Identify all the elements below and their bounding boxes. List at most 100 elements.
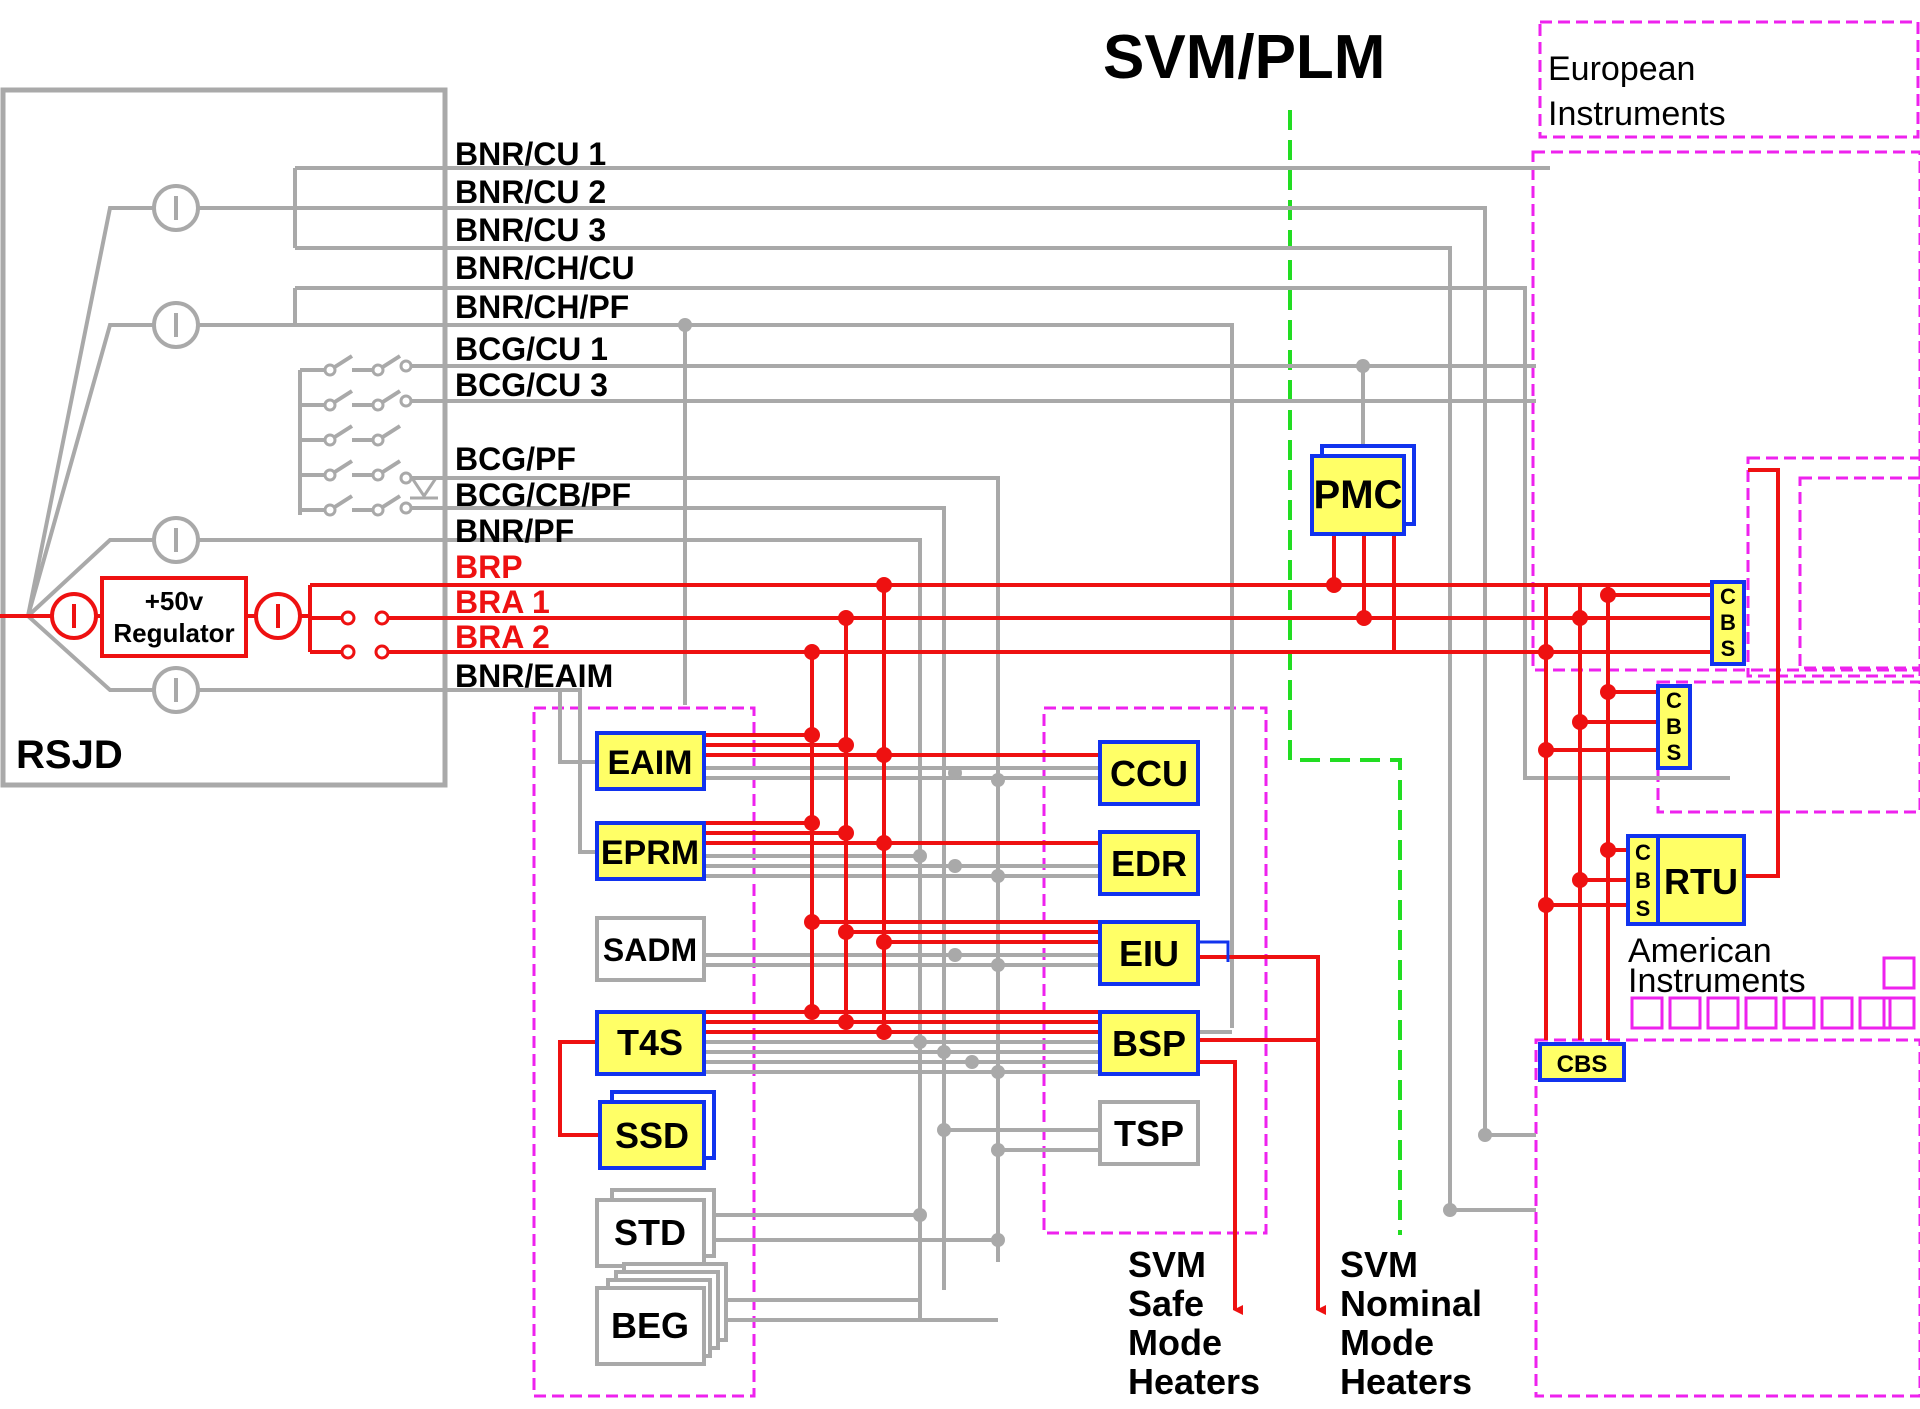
bus-bcg-cu3: BCG/CU 3 [455, 367, 608, 403]
safe-line-1: SVM [1128, 1244, 1206, 1285]
rtu-cbs-strip [1626, 834, 1660, 926]
std-label: STD [614, 1212, 686, 1253]
switch-contacts [323, 359, 413, 517]
std-box [595, 1198, 706, 1268]
bus-bnr-ch-pf: BNR/CH/PF [455, 289, 629, 325]
bsp-box [1098, 1010, 1200, 1076]
regulator-label-line1: +50v [145, 586, 204, 616]
cbs-box-3 [1538, 1042, 1626, 1082]
eiu-blue-link [1198, 940, 1230, 962]
sensor-marks-red [72, 604, 280, 628]
bus-bnr-cu2: BNR/CU 2 [455, 174, 606, 210]
pmc-box [1310, 454, 1406, 536]
eiu-label: EIU [1119, 933, 1179, 974]
cbs-box-2 [1656, 684, 1692, 770]
safe-line-2: Safe [1128, 1283, 1204, 1324]
bus-bcg-cu1: BCG/CU 1 [455, 331, 608, 367]
safe-heaters-label: SVM Safe Mode Heaters [1128, 1244, 1260, 1402]
ssd-label: SSD [615, 1115, 689, 1156]
unit-labels: PMC EAIM EPRM SADM T4S SSD STD BEG CCU E… [601, 473, 1738, 1346]
t4s-box [595, 1010, 706, 1076]
pmc-label: PMC [1314, 473, 1403, 517]
nominal-line-4: Heaters [1340, 1361, 1472, 1402]
bus-bnr-cu1: BNR/CU 1 [455, 136, 606, 172]
cbs-1-b: B [1720, 610, 1736, 635]
plm-subzone-a [1746, 456, 1920, 678]
bus-bnr-pf: BNR/PF [455, 513, 574, 549]
european-instruments-zone [1538, 20, 1920, 139]
safe-line-3: Mode [1128, 1322, 1222, 1363]
zones [532, 20, 1920, 1398]
ssd-box [598, 1100, 706, 1170]
cbs-2-c: C [1666, 688, 1682, 713]
rsjd-label: RSJD [16, 733, 123, 777]
nominal-heaters-label: SVM Nominal Mode Heaters [1340, 1244, 1482, 1402]
cbs-labels: C B S C B S C B S CBS [1557, 584, 1736, 1078]
tsp-label: TSP [1114, 1113, 1184, 1154]
cbs-box-1 [1710, 580, 1746, 666]
european-instruments-line1: European [1548, 50, 1695, 88]
eiu-box [1098, 920, 1200, 986]
bsp-label: BSP [1112, 1023, 1186, 1064]
american-instruments-line1: American [1628, 932, 1772, 970]
bus-bnr-eaim: BNR/EAIM [455, 658, 613, 694]
signal-junctions [678, 318, 1492, 1247]
svm-plm-divider [1288, 110, 1402, 1235]
ccu-box [1098, 740, 1200, 806]
regulator-label-line2: Regulator [113, 618, 234, 648]
tsp-box [1098, 1100, 1200, 1166]
plm-subzone-c [1656, 680, 1920, 814]
safe-line-4: Heaters [1128, 1361, 1260, 1402]
red-switch-contacts [340, 610, 390, 660]
regulator-box [100, 576, 248, 658]
title: SVM/PLM [1103, 23, 1385, 92]
bus-brp: BRP [455, 549, 523, 585]
bus-bnr-ch-cu: BNR/CH/CU [455, 250, 635, 286]
bus-bra1: BRA 1 [455, 584, 550, 620]
ccu-label: CCU [1110, 753, 1188, 794]
cbs-2-b: B [1666, 714, 1682, 739]
t4s-label: T4S [617, 1022, 683, 1063]
eprm-box [595, 821, 706, 881]
diode-icon [409, 476, 439, 500]
american-instruments-line2: Instruments [1628, 962, 1806, 1000]
power-wiring [0, 468, 1780, 1300]
beg-box [595, 1286, 706, 1366]
european-instruments-line2: Instruments [1548, 95, 1726, 133]
eaim-box [595, 731, 706, 791]
plm-instruments-zone [1531, 150, 1920, 672]
bus-bnr-cu3: BNR/CU 3 [455, 212, 606, 248]
sadm-label: SADM [603, 932, 697, 968]
cbs-1-c: C [1720, 584, 1736, 609]
power-bus-labels: BRP BRA 1 BRA 2 [455, 549, 550, 655]
bus-bcg-cb-pf: BCG/CB/PF [455, 477, 631, 513]
bus-bra2: BRA 2 [455, 619, 550, 655]
signal-wiring [26, 166, 1730, 1322]
cbs-2-s: S [1667, 740, 1682, 765]
rtu-cbs-c: C [1635, 840, 1651, 865]
american-instrument-slots [1630, 956, 1916, 1030]
bus-labels: BNR/CU 1 BNR/CU 2 BNR/CU 3 BNR/CH/CU BNR… [455, 136, 635, 694]
current-sensors-grey [152, 184, 200, 714]
cbs-1-s: S [1721, 636, 1736, 661]
rsjd-box [0, 87, 448, 788]
rtu-cbs-b: B [1635, 868, 1651, 893]
eaim-label: EAIM [608, 744, 693, 782]
svm-mid-zone [1042, 706, 1268, 1235]
plm-subzone-b [1798, 476, 1920, 670]
unit-boxes [595, 444, 1746, 1366]
edr-label: EDR [1111, 843, 1187, 884]
nominal-line-1: SVM [1340, 1244, 1418, 1285]
american-lower-zone [1534, 1038, 1920, 1398]
eprm-label: EPRM [601, 834, 699, 872]
edr-box [1098, 830, 1200, 896]
rtu-label: RTU [1664, 861, 1738, 902]
rtu-cbs-s: S [1636, 896, 1651, 921]
nominal-line-2: Nominal [1340, 1283, 1482, 1324]
cbs-3-label: CBS [1557, 1051, 1608, 1078]
bus-bcg-pf: BCG/PF [455, 441, 576, 477]
beg-label: BEG [611, 1305, 689, 1346]
nominal-line-3: Mode [1340, 1322, 1434, 1363]
power-junctions [804, 577, 1616, 1040]
